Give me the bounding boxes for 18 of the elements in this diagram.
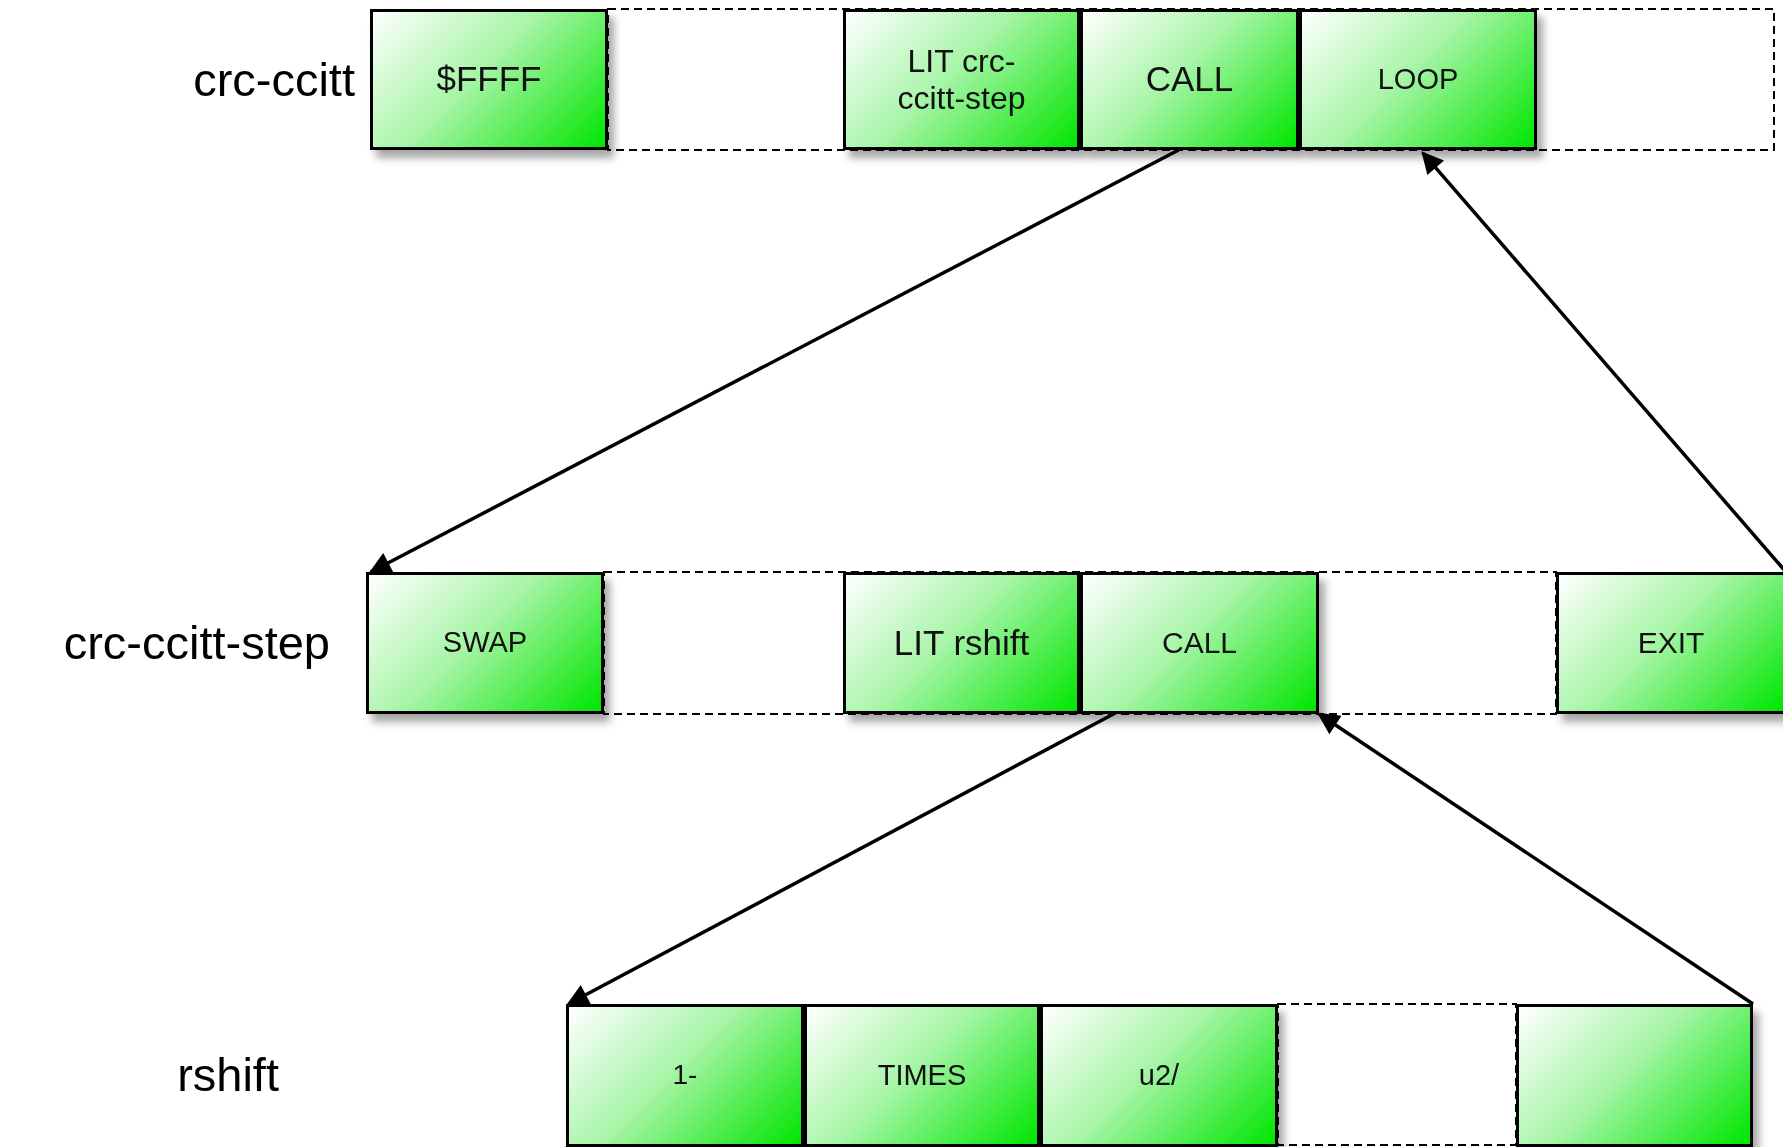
word-box: 1- xyxy=(566,1004,804,1147)
word-box: CALL xyxy=(1080,9,1299,150)
word-label: rshift xyxy=(177,1047,279,1102)
word-label: crc-ccitt xyxy=(193,52,355,107)
arrow xyxy=(368,148,1180,574)
word-label: crc-ccitt-step xyxy=(63,615,330,670)
word-box: LIT crc-ccitt-step xyxy=(843,9,1080,150)
word-box: u2/ xyxy=(1040,1004,1278,1147)
word-box: LOOP xyxy=(1299,9,1537,150)
word-box: EXIT xyxy=(1556,572,1783,714)
word-box: $FFFF xyxy=(370,9,608,150)
arrow xyxy=(1317,712,1754,1006)
arrow xyxy=(566,712,1115,1006)
word-box: SWAP xyxy=(366,572,604,714)
empty-box xyxy=(1516,1004,1753,1147)
word-box: TIMES xyxy=(804,1004,1040,1147)
word-box: CALL xyxy=(1080,572,1319,714)
word-box: LIT rshift xyxy=(843,572,1080,714)
